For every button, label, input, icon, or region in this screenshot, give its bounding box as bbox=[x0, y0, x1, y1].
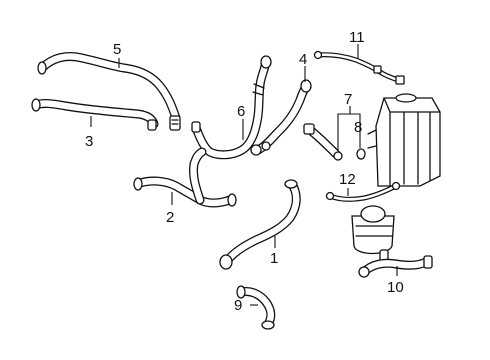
callout-5: 5 bbox=[113, 41, 121, 58]
callout-11: 11 bbox=[349, 29, 365, 46]
part-2-hose bbox=[133, 147, 237, 208]
callout-10: 10 bbox=[387, 279, 404, 296]
part-3-hose bbox=[31, 98, 159, 131]
callout-7: 7 bbox=[344, 91, 352, 108]
callout-6: 6 bbox=[237, 103, 245, 120]
callout-9: 9 bbox=[234, 297, 242, 314]
part-11-pipe bbox=[313, 50, 405, 85]
part-4-hose bbox=[250, 79, 312, 156]
part-1-hose bbox=[219, 179, 301, 270]
callout-3: 3 bbox=[85, 133, 93, 150]
part-9-hose bbox=[236, 285, 276, 330]
callout-1: 1 bbox=[270, 250, 278, 267]
part-12-sensor bbox=[325, 181, 401, 202]
part-5-hose bbox=[37, 51, 181, 131]
coolant-reservoir bbox=[351, 205, 395, 265]
part-10-hose bbox=[358, 255, 433, 278]
expansion-tank bbox=[367, 93, 441, 187]
leader-lines bbox=[90, 44, 398, 306]
callout-2: 2 bbox=[166, 209, 174, 226]
part-7-pipe bbox=[303, 123, 343, 161]
part-6-hose bbox=[191, 55, 272, 160]
callout-4: 4 bbox=[299, 51, 307, 68]
callout-12: 12 bbox=[339, 171, 356, 188]
part-8-oring bbox=[356, 148, 366, 160]
callout-8: 8 bbox=[354, 119, 362, 136]
